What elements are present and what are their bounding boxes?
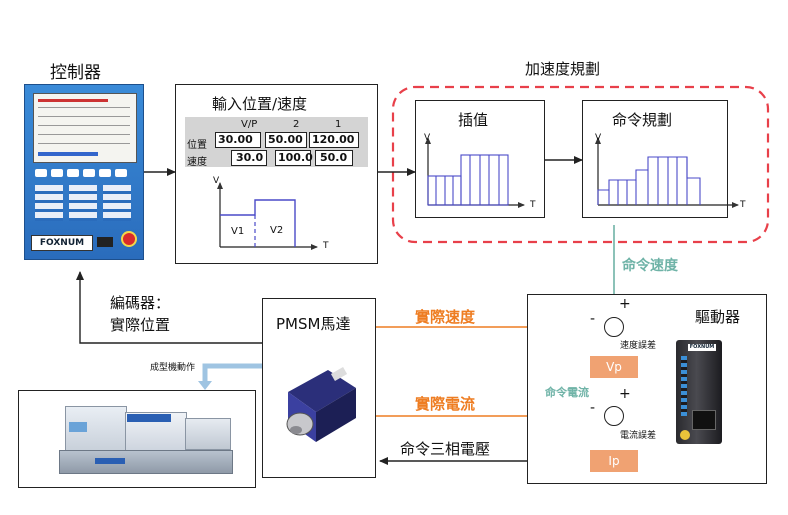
label-actual-position: 實際位置 (110, 316, 171, 334)
sum-junction-current (604, 406, 624, 426)
input-position-speed-box (175, 84, 378, 264)
header-1: 1 (335, 119, 342, 130)
speed-value-3: 50.0 (315, 150, 353, 166)
row-speed-label: 速度 (187, 157, 207, 168)
plan-axis-v: V (595, 133, 602, 143)
command-planning-box (582, 100, 728, 218)
label-v2: V2 (270, 225, 284, 236)
vp-block: Vp (590, 356, 638, 378)
injection-machine-icon (55, 398, 235, 480)
pos-value-1: 30.00 (215, 132, 261, 148)
driver-title: 驅動器 (695, 308, 741, 326)
motor-title: PMSM馬達 (276, 315, 351, 333)
row-position-label: 位置 (187, 140, 207, 151)
pos-value-3: 120.00 (309, 132, 359, 148)
accel-group-border (391, 85, 770, 244)
accel-group-title: 加速度規劃 (525, 60, 601, 78)
interp-axis-v: V (424, 133, 431, 143)
sum2-minus: - (590, 400, 596, 416)
controller-screen (33, 93, 137, 163)
driver-box (527, 294, 767, 484)
speed-error-label: 速度誤差 (620, 341, 657, 351)
controller-keys-row1 (35, 169, 133, 179)
controller-logo: FOXNUM (31, 235, 93, 251)
sum1-minus: - (590, 311, 596, 327)
sum1-plus: + (619, 296, 631, 312)
input-box-title: 輸入位置/速度 (212, 95, 308, 113)
input-table: V/P 2 1 位置 速度 30.00 50.00 120.00 30.0 10… (185, 117, 368, 168)
driver-logo: FOXNUM (688, 344, 716, 351)
input-axis-v: V (213, 176, 220, 186)
arrow-encoder-feedback (76, 271, 262, 344)
speed-value-1: 30.0 (231, 150, 267, 166)
label-command-speed: 命令速度 (622, 258, 678, 274)
label-command-voltage: 命令三相電壓 (400, 440, 491, 458)
label-actual-current: 實際電流 (415, 395, 476, 413)
header-2: 2 (293, 119, 300, 130)
ip-block: Ip (590, 450, 638, 472)
interp-axis-t: T (530, 200, 536, 210)
label-v1: V1 (231, 226, 245, 237)
interp-title: 插值 (458, 111, 489, 129)
pos-value-2: 50.00 (265, 132, 307, 148)
label-command-current: 命令電流 (545, 386, 589, 399)
current-error-label: 電流誤差 (620, 431, 657, 441)
label-actual-speed: 實際速度 (415, 308, 476, 326)
driver-device: FOXNUM (676, 340, 722, 444)
speed-value-2: 100.0 (275, 150, 313, 166)
controller-device: FOXNUM (24, 84, 144, 260)
header-vp: V/P (241, 119, 258, 130)
sum-junction-speed (604, 317, 624, 337)
arrow-machine-action (202, 363, 262, 383)
label-machine-action: 成型機動作 (150, 363, 196, 373)
sum2-plus: + (619, 386, 631, 402)
plan-axis-t: T (740, 200, 746, 210)
emergency-stop-icon (121, 231, 137, 247)
input-axis-t: T (323, 241, 329, 251)
controller-keypad (35, 185, 133, 225)
command-planning-title: 命令規劃 (612, 111, 673, 129)
controller-title: 控制器 (50, 63, 101, 83)
label-encoder: 編碼器： (110, 294, 171, 312)
